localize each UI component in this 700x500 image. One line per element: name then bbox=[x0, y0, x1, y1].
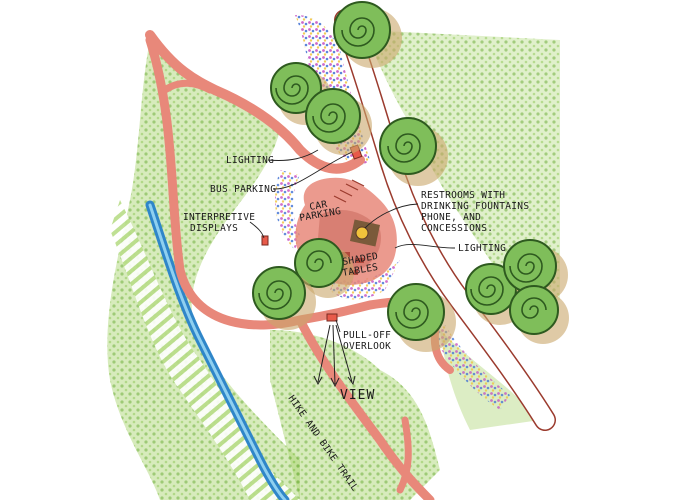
label-view: VIEW bbox=[340, 388, 375, 403]
tree-1 bbox=[333, 1, 402, 68]
label-lighting-right: LIGHTING bbox=[458, 243, 506, 254]
label-interpretive-1: INTERPRETIVE bbox=[183, 212, 255, 223]
label-car-1: CAR bbox=[309, 199, 329, 213]
tree-10 bbox=[509, 285, 569, 344]
label-restrooms-4: CONCESSIONS. bbox=[421, 223, 493, 234]
interpretive-display-marker bbox=[261, 235, 269, 246]
tree-3 bbox=[305, 88, 372, 155]
shaded-table bbox=[355, 226, 369, 240]
label-restrooms-2: DRINKING FOUNTAINS bbox=[421, 201, 529, 212]
river-corridor bbox=[110, 200, 300, 500]
label-restrooms-3: PHONE, AND bbox=[421, 212, 481, 223]
leader-lines bbox=[249, 149, 456, 333]
bus-loop-road bbox=[145, 30, 365, 174]
overlook-marker bbox=[326, 313, 338, 322]
tree-5 bbox=[294, 238, 354, 298]
hike-bike-trail bbox=[145, 35, 445, 330]
label-restrooms-1: RESTROOMS WITH bbox=[421, 190, 505, 201]
trees bbox=[252, 1, 569, 352]
label-bus-parking: BUS PARKING bbox=[210, 184, 276, 195]
tree-6 bbox=[252, 266, 316, 330]
tree-7 bbox=[387, 283, 456, 352]
tree-4 bbox=[379, 117, 448, 186]
view-arrows bbox=[313, 324, 356, 388]
label-pulloff-2: OVERLOOK bbox=[343, 341, 391, 352]
label-lighting-left: LIGHTING bbox=[226, 155, 274, 166]
label-interpretive-2: DISPLAYS bbox=[190, 223, 238, 234]
label-pulloff-1: PULL-OFF bbox=[343, 330, 391, 341]
